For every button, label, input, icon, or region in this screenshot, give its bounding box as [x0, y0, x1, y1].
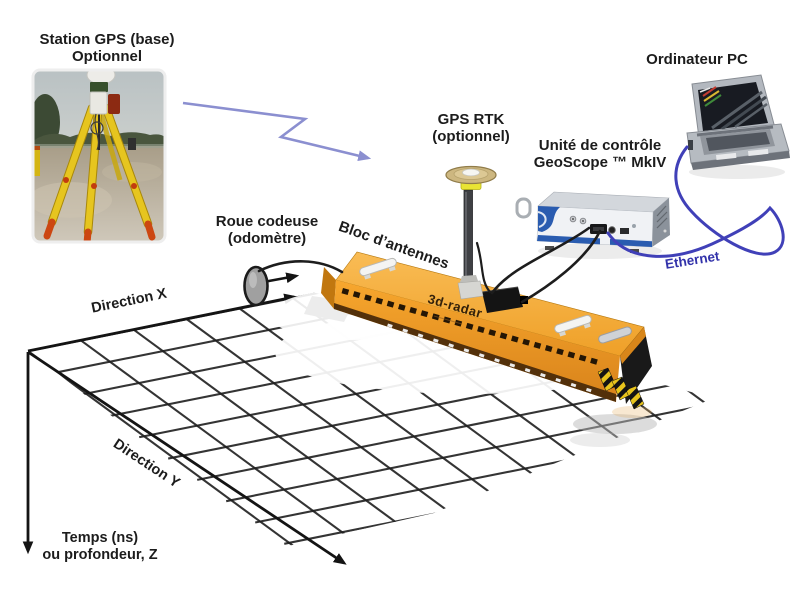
axes — [22, 272, 347, 565]
encoder-wheel — [243, 265, 269, 307]
label-temps-line2: ou profondeur, Z — [42, 546, 158, 563]
radio-link-arrow — [182, 101, 372, 161]
radar-handle — [598, 326, 632, 344]
label-temps-line1: Temps (ns) — [61, 530, 139, 546]
label-station-gps: Station GPS (base) Optionnel — [28, 31, 186, 66]
laptop — [686, 74, 790, 179]
label-control-unit-line2: GeoScope ™ MkIV — [533, 154, 667, 172]
odometer-cable — [257, 260, 344, 274]
radar-reflection — [570, 406, 657, 447]
radar-handle — [359, 257, 397, 280]
label-roue-line2: (odomètre) — [227, 230, 307, 248]
label-gps-rtk-line1: GPS RTK — [437, 111, 505, 128]
photo-frame — [31, 68, 167, 244]
radar-data-cable — [520, 229, 602, 304]
label-station-gps-line1: Station GPS (base) — [39, 31, 175, 48]
label-control-unit-line1: Unité de contrôle — [538, 137, 662, 154]
control-unit — [515, 191, 670, 259]
label-ordinateur-pc: Ordinateur PC — [646, 51, 748, 68]
label-gps-rtk: GPS RTK (optionnel) — [412, 111, 530, 146]
radar-handle — [554, 314, 592, 337]
label-roue-line1: Roue codeuse — [215, 213, 319, 230]
label-gps-rtk-line2: (optionnel) — [432, 128, 510, 146]
gps-base-station-photo — [33, 70, 165, 242]
label-control-unit: Unité de contrôle GeoScope ™ MkIV — [526, 137, 674, 172]
radar-end-face — [620, 327, 652, 404]
axis-y — [27, 350, 347, 565]
gps-rtk-antenna — [445, 165, 497, 300]
axis-x — [27, 293, 298, 353]
radar-bottom-dashes — [387, 323, 592, 393]
control-unit-handle — [515, 197, 532, 219]
antenna-dome — [462, 168, 480, 177]
radar-checker-band — [341, 288, 598, 365]
radar-data-cable — [490, 226, 591, 295]
laptop-keyboard — [706, 132, 770, 151]
label-temps-profondeur: Temps (ns) ou profondeur, Z — [20, 530, 180, 563]
antenna-array-device — [321, 165, 652, 410]
label-roue-codeuse: Roue codeuse (odomètre) — [203, 213, 331, 248]
gps-pole-cable — [475, 241, 492, 294]
ethernet-cable — [606, 145, 785, 258]
label-station-gps-line2: Optionnel — [72, 48, 142, 66]
